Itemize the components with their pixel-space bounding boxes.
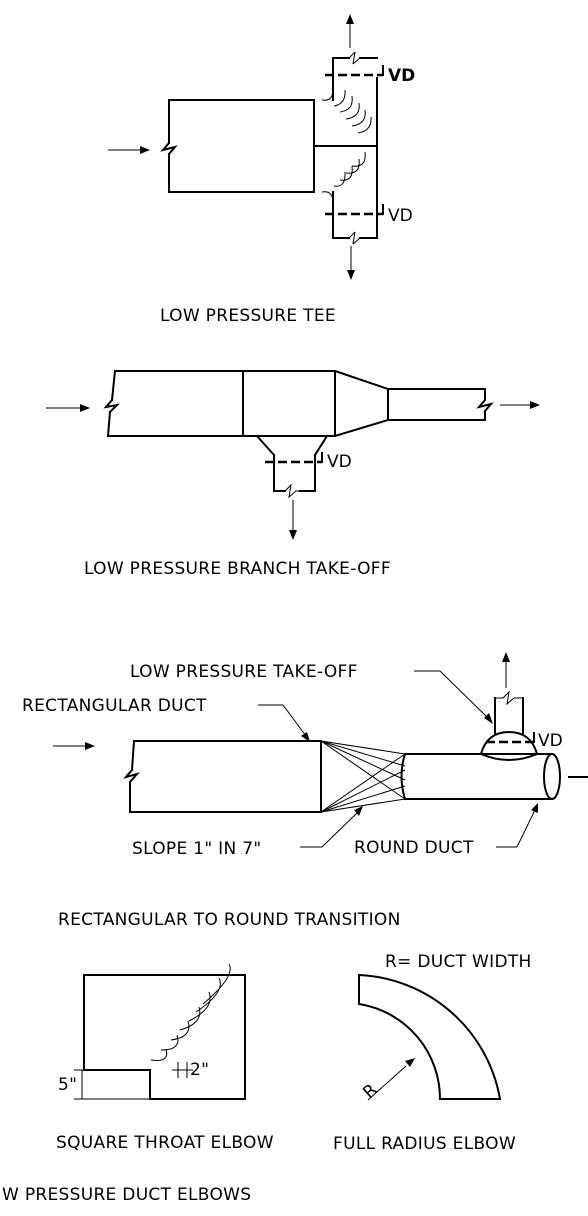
branch-title: LOW PRESSURE BRANCH TAKE-OFF xyxy=(84,559,391,579)
radius-elbow-title: FULL RADIUS ELBOW xyxy=(333,1134,516,1154)
rect-duct-label: RECTANGULAR DUCT xyxy=(22,696,207,716)
square-elbow-dim-2: 2" xyxy=(190,1060,209,1080)
branch-takeoff: VD LOW PRESSURE BRANCH TAKE-OFF xyxy=(46,369,540,579)
tee-title: LOW PRESSURE TEE xyxy=(160,306,336,326)
transition-fitting xyxy=(320,740,407,813)
tee-volume-damper-bottom xyxy=(325,204,384,216)
takeoff-leader-arrow xyxy=(484,713,493,724)
branch-volume-damper xyxy=(265,452,323,464)
takeoff-callout-label: LOW PRESSURE TAKE-OFF xyxy=(130,662,358,682)
transition-rect-duct xyxy=(123,739,322,813)
full-radius-elbow: R xyxy=(358,973,502,1103)
branch-down-arrow xyxy=(289,500,297,540)
tee-inlet-arrow xyxy=(108,146,150,154)
transition-inlet-arrow xyxy=(53,742,95,750)
rect-duct-leader-arrow xyxy=(301,732,310,742)
radius-note-label: R= DUCT WIDTH xyxy=(385,952,532,972)
tee-turning-vanes-bottom xyxy=(321,151,366,206)
square-elbow-title: SQUARE THROAT ELBOW xyxy=(56,1133,274,1153)
square-throat-elbow: 2" 5" xyxy=(58,963,246,1100)
slope-label: SLOPE 1" IN 7" xyxy=(132,839,261,859)
tee-body xyxy=(313,51,378,245)
branch-vd-label: VD xyxy=(327,452,352,472)
transition-volume-damper xyxy=(486,732,535,744)
takeoff-leader xyxy=(414,670,489,719)
slope-leader-arrow xyxy=(354,806,363,816)
rect-duct-leader xyxy=(258,704,307,737)
branch-inlet-arrow xyxy=(46,404,90,412)
slope-leader xyxy=(300,811,359,848)
tee-main-duct xyxy=(160,99,315,193)
elbows-section-title: W PRESSURE DUCT ELBOWS xyxy=(2,1185,251,1205)
round-duct-leader-arrow xyxy=(531,803,538,813)
tee-vd-label-bottom: VD xyxy=(388,206,413,226)
transition-title: RECTANGULAR TO ROUND TRANSITION xyxy=(58,910,401,930)
transition-round-duct xyxy=(404,753,588,800)
tee-volume-damper-top xyxy=(325,65,384,77)
transition-vd-label: VD xyxy=(538,731,563,751)
branch-main-duct xyxy=(103,369,494,438)
round-takeoff-fitting xyxy=(479,690,539,761)
square-elbow-dim-5: 5" xyxy=(58,1075,77,1095)
tee-outlet-arrow-down xyxy=(347,246,355,280)
duct-elbows: R= DUCT WIDTH 2" 5" SQUARE THROAT ELBOW xyxy=(2,952,532,1205)
tee-turning-vanes-top xyxy=(321,86,372,134)
radius-r-label: R xyxy=(359,1080,381,1103)
branch-outlet-arrow xyxy=(500,401,540,409)
tee-outlet-arrow-up xyxy=(346,14,354,48)
tee-vd-label-top: VD xyxy=(388,66,415,86)
round-duct-label: ROUND DUCT xyxy=(354,838,474,858)
low-pressure-tee: VD VD LOW PRESSURE TEE xyxy=(108,14,415,326)
round-duct-leader xyxy=(496,809,536,848)
rect-to-round-transition: LOW PRESSURE TAKE-OFF RECTANGULAR DUCT xyxy=(22,652,588,930)
branch-takeoff-duct xyxy=(255,434,329,499)
takeoff-up-arrow xyxy=(502,652,510,688)
